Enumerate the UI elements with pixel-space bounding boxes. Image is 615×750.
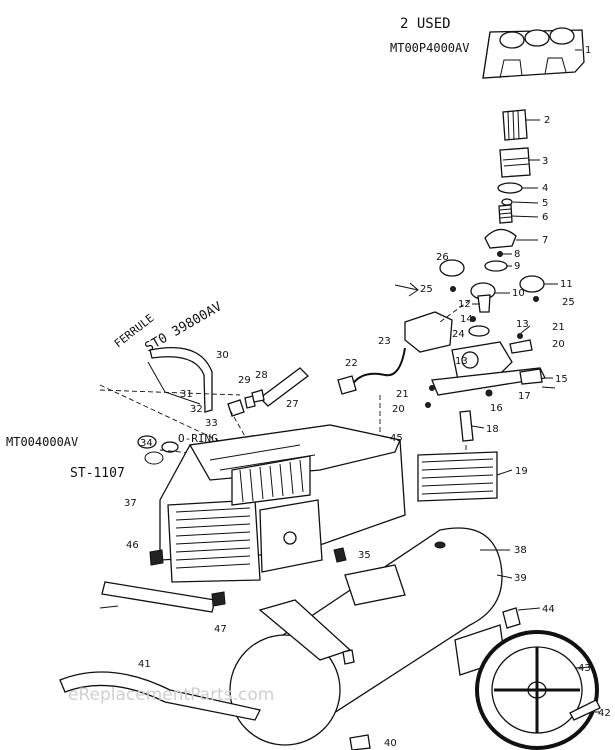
callout-8: 8 bbox=[514, 249, 520, 260]
callout-3: 3 bbox=[542, 156, 548, 167]
callout-25a: 25 bbox=[420, 284, 433, 295]
callout-20a: 20 bbox=[552, 339, 565, 350]
callout-42: 42 bbox=[598, 708, 611, 719]
callout-29: 29 bbox=[238, 375, 251, 386]
callout-47: 47 bbox=[214, 624, 227, 635]
valve-stack bbox=[484, 109, 531, 272]
callout-25b: 25 bbox=[562, 297, 575, 308]
callout-10: 10 bbox=[512, 288, 525, 299]
callout-35: 35 bbox=[358, 550, 371, 561]
left-part-number: MT004000AV bbox=[6, 435, 78, 449]
hoses bbox=[137, 346, 309, 453]
callout-18: 18 bbox=[486, 424, 499, 435]
pointer-arrow bbox=[394, 282, 419, 297]
callout-27: 27 bbox=[286, 399, 299, 410]
callout-leaders bbox=[471, 49, 600, 713]
wheel-43 bbox=[475, 630, 601, 750]
callout-14: 14 bbox=[460, 314, 473, 325]
motor-shroud-37 bbox=[159, 424, 406, 583]
callout-7: 7 bbox=[542, 235, 548, 246]
callout-6: 6 bbox=[542, 212, 548, 223]
callout-13b: 13 bbox=[455, 356, 468, 367]
callout-21a: 21 bbox=[552, 322, 565, 333]
callout-12: 12 bbox=[458, 299, 471, 310]
callout-16: 16 bbox=[490, 403, 503, 414]
callout-28: 28 bbox=[255, 370, 268, 381]
callout-39: 39 bbox=[514, 573, 527, 584]
callout-22: 22 bbox=[345, 358, 358, 369]
cover-part-number: MT00P4000AV bbox=[390, 41, 469, 55]
qty-note: 2 USED bbox=[400, 16, 451, 32]
callout-numbers: 1 2 3 4 5 6 7 8 9 10 11 12 13 13 14 15 1… bbox=[124, 45, 611, 749]
callout-17: 17 bbox=[518, 391, 531, 402]
cover-part-1 bbox=[482, 27, 585, 79]
oring-note: O-RING bbox=[178, 432, 218, 445]
callout-34: 34 bbox=[140, 438, 153, 449]
callout-43: 43 bbox=[578, 663, 591, 674]
callout-38: 38 bbox=[514, 545, 527, 556]
callout-15: 15 bbox=[555, 374, 568, 385]
watermark: eReplacementParts.com bbox=[68, 685, 274, 705]
callout-26: 26 bbox=[436, 252, 449, 263]
callout-24: 24 bbox=[452, 329, 465, 340]
callout-30: 30 bbox=[216, 350, 229, 361]
oring-marker bbox=[144, 451, 164, 465]
callout-44: 44 bbox=[542, 604, 555, 615]
callout-33: 33 bbox=[205, 418, 218, 429]
callout-45: 45 bbox=[390, 433, 403, 444]
ferrule-part-number: ST0 39800AV bbox=[143, 299, 225, 355]
tank-38-39 bbox=[229, 527, 503, 746]
power-cord-22 bbox=[337, 347, 406, 395]
callout-19: 19 bbox=[515, 466, 528, 477]
callout-31: 31 bbox=[180, 389, 193, 400]
callout-40: 40 bbox=[384, 738, 397, 749]
regulator-assembly bbox=[404, 259, 546, 442]
callout-32: 32 bbox=[190, 404, 203, 415]
callout-2: 2 bbox=[544, 115, 550, 126]
filter-19 bbox=[417, 451, 498, 502]
callout-21b: 21 bbox=[396, 389, 409, 400]
callout-1: 1 bbox=[585, 45, 591, 56]
callout-9: 9 bbox=[514, 261, 520, 272]
callout-41: 41 bbox=[138, 659, 151, 670]
callout-5: 5 bbox=[542, 198, 548, 209]
callout-13a: 13 bbox=[516, 319, 529, 330]
callout-4: 4 bbox=[542, 183, 548, 194]
callout-46: 46 bbox=[126, 540, 139, 551]
handle-41 bbox=[59, 671, 261, 721]
small-parts bbox=[99, 547, 521, 750]
callout-37: 37 bbox=[124, 498, 137, 509]
callout-20b: 20 bbox=[392, 404, 405, 415]
callout-23: 23 bbox=[378, 336, 391, 347]
st-part-number: ST-1107 bbox=[70, 466, 125, 481]
callout-11: 11 bbox=[560, 279, 573, 290]
